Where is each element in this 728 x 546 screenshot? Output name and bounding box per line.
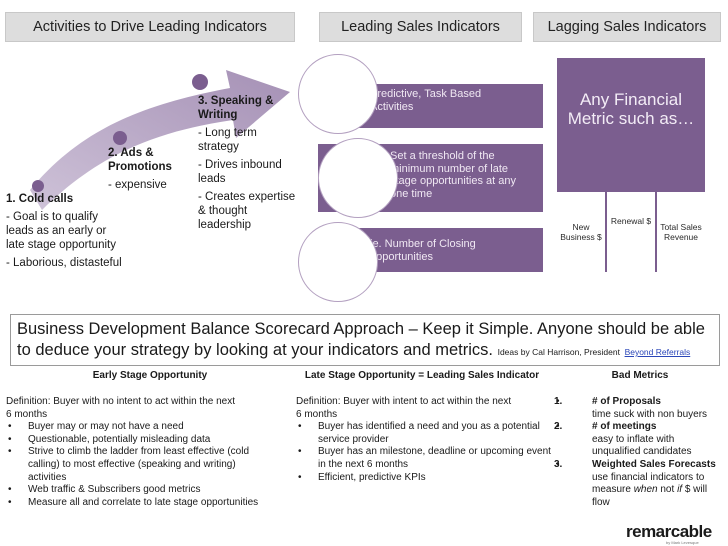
step-title: 2. Ads & Promotions — [108, 147, 172, 173]
item-title: Weighted Sales Forecasts — [592, 458, 716, 470]
metric-new-business: New Business $ — [557, 192, 605, 272]
banner-credit: Ideas by Cal Harrison, President — [497, 347, 620, 357]
header-activities: Activities to Drive Leading Indicators — [5, 12, 295, 42]
early-definition: Definition: Buyer with no intent to act … — [6, 396, 236, 420]
item-number: 2. — [554, 421, 563, 433]
leading-item-text: ie. Number of Closing opportunities — [370, 238, 476, 263]
header-lagging: Lagging Sales Indicators — [533, 12, 721, 42]
list-item: Buyer has identified a need and you as a… — [296, 421, 558, 446]
early-column: Definition: Buyer with no intent to act … — [6, 396, 272, 509]
late-definition: Definition: Buyer with intent to act wit… — [296, 396, 512, 420]
arrow-body — [30, 70, 290, 210]
header-leading: Leading Sales Indicators — [319, 12, 522, 42]
step-marker-2 — [113, 131, 127, 145]
list-item: 3. Weighted Sales Forecasts use financia… — [554, 459, 724, 509]
item-desc: time suck with non buyers — [592, 408, 708, 420]
step-line: - Drives inbound leads — [198, 159, 282, 185]
step-marker-3 — [192, 74, 208, 90]
metric-renewal: Renewal $ — [607, 192, 655, 272]
list-item: Efficient, predictive KPIs — [296, 472, 558, 485]
leading-circle-1 — [298, 54, 378, 134]
scorecard-banner: Business Development Balance Scorecard A… — [10, 314, 720, 366]
list-item: 1. # of Proposals time suck with non buy… — [554, 396, 724, 421]
step-line: - Goal is to qualify leads as an early o… — [6, 211, 116, 251]
list-item: 2. # of meetings easy to inflate with un… — [554, 421, 724, 459]
list-item: Questionable, potentially misleading dat… — [6, 434, 272, 447]
list-item: Buyer has an milestone, deadline or upco… — [296, 446, 558, 471]
step-speaking-writing: 3. Speaking & Writing - Long term strate… — [198, 94, 298, 236]
list-item: Buyer may or may not have a need — [6, 421, 272, 434]
item-number: 3. — [554, 458, 563, 470]
step-line: - Creates expertise & thought leadership — [198, 191, 296, 231]
step-ads-promotions: 2. Ads & Promotions - expensive — [108, 146, 196, 196]
step-line: - Long term strategy — [198, 127, 257, 153]
item-desc: use financial indicators to measure when… — [592, 471, 708, 508]
leading-item-text: Set a threshold of the minimum number of… — [390, 150, 516, 200]
step-title: 3. Speaking & Writing — [198, 95, 274, 121]
item-title: # of Proposals — [592, 396, 661, 407]
banner-text: Business Development Balance Scorecard A… — [17, 320, 705, 359]
item-title: # of meetings — [592, 421, 657, 433]
bad-heading: Bad Metrics — [611, 370, 669, 381]
list-item: Web traffic & Subscribers good metrics — [6, 484, 272, 497]
list-item: Measure all and correlate to late stage … — [6, 497, 272, 510]
logo-tagline: by Mark Levesque — [666, 540, 699, 545]
growth-arrow-graphic — [30, 70, 290, 210]
remarcable-logo: remarcable — [626, 522, 712, 541]
early-heading: Early Stage Opportunity — [92, 370, 208, 381]
step-line: - expensive — [108, 179, 167, 191]
leading-circle-3 — [298, 222, 378, 302]
late-column: Definition: Buyer with intent to act wit… — [296, 396, 558, 484]
list-item: Strive to climb the ladder from least ef… — [6, 446, 272, 484]
step-cold-calls: 1. Cold calls - Goal is to qualify leads… — [6, 192, 124, 274]
bad-metrics-column: 1. # of Proposals time suck with non buy… — [554, 396, 724, 509]
item-desc: easy to inflate with unqualified candida… — [592, 433, 692, 458]
step-line: - Laborious, distasteful — [6, 257, 122, 269]
metric-total-revenue: Total Sales Revenue — [657, 192, 705, 272]
step-title: 1. Cold calls — [6, 193, 74, 205]
leading-circle-2 — [318, 138, 398, 218]
late-heading: Late Stage Opportunity = Leading Sales I… — [304, 370, 540, 381]
leading-item-text: Predictive, Task Based Activities — [370, 88, 482, 113]
beyond-referrals-link[interactable]: Beyond Referrals — [624, 347, 691, 357]
item-number: 1. — [554, 396, 563, 407]
step-marker-1 — [32, 180, 44, 192]
lagging-headline: Any Financial Metric such as… — [567, 90, 695, 128]
